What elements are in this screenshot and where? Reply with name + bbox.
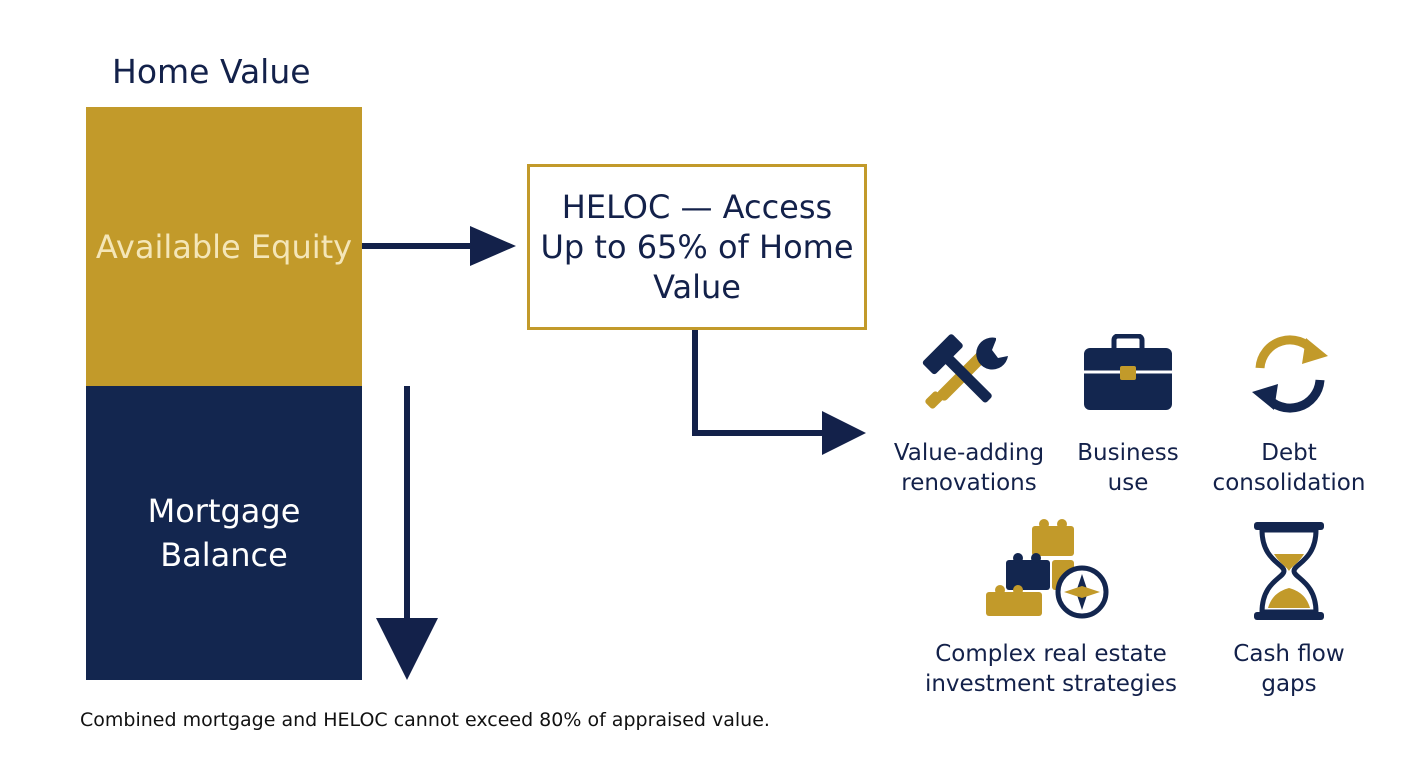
briefcase-icon <box>1080 333 1176 418</box>
use-label-debt: Debt consolidation <box>1212 440 1366 496</box>
available-equity-label: Available Equity <box>95 227 353 266</box>
hourglass-icon <box>1252 520 1326 626</box>
heloc-box: HELOC — Access Up to 65% of Home Value <box>527 164 867 330</box>
arrow-to-heloc <box>362 226 516 266</box>
mortgage-balance-label: Mortgage Balance <box>147 492 301 574</box>
available-equity-bar: Available Equity <box>86 107 362 386</box>
use-label-business: Business use <box>1077 440 1179 496</box>
arrow-to-uses <box>692 327 866 455</box>
use-label-renovations: Value-adding renovations <box>893 440 1045 496</box>
use-label-cash-flow: Cash flow gaps <box>1233 641 1345 697</box>
diagram-title: Home Value <box>112 52 311 91</box>
mortgage-balance-bar: Mortgage Balance <box>86 386 362 680</box>
refresh-cycle-icon <box>1246 330 1334 422</box>
arrow-down-mortgage <box>376 386 438 680</box>
hammer-wrench-icon <box>912 328 1016 424</box>
footnote: Combined mortgage and HELOC cannot excee… <box>80 709 770 731</box>
blocks-compass-icon <box>982 516 1114 624</box>
heloc-text: HELOC — Access Up to 65% of Home Value <box>540 188 854 306</box>
use-label-real-estate: Complex real estate investment strategie… <box>924 641 1178 697</box>
